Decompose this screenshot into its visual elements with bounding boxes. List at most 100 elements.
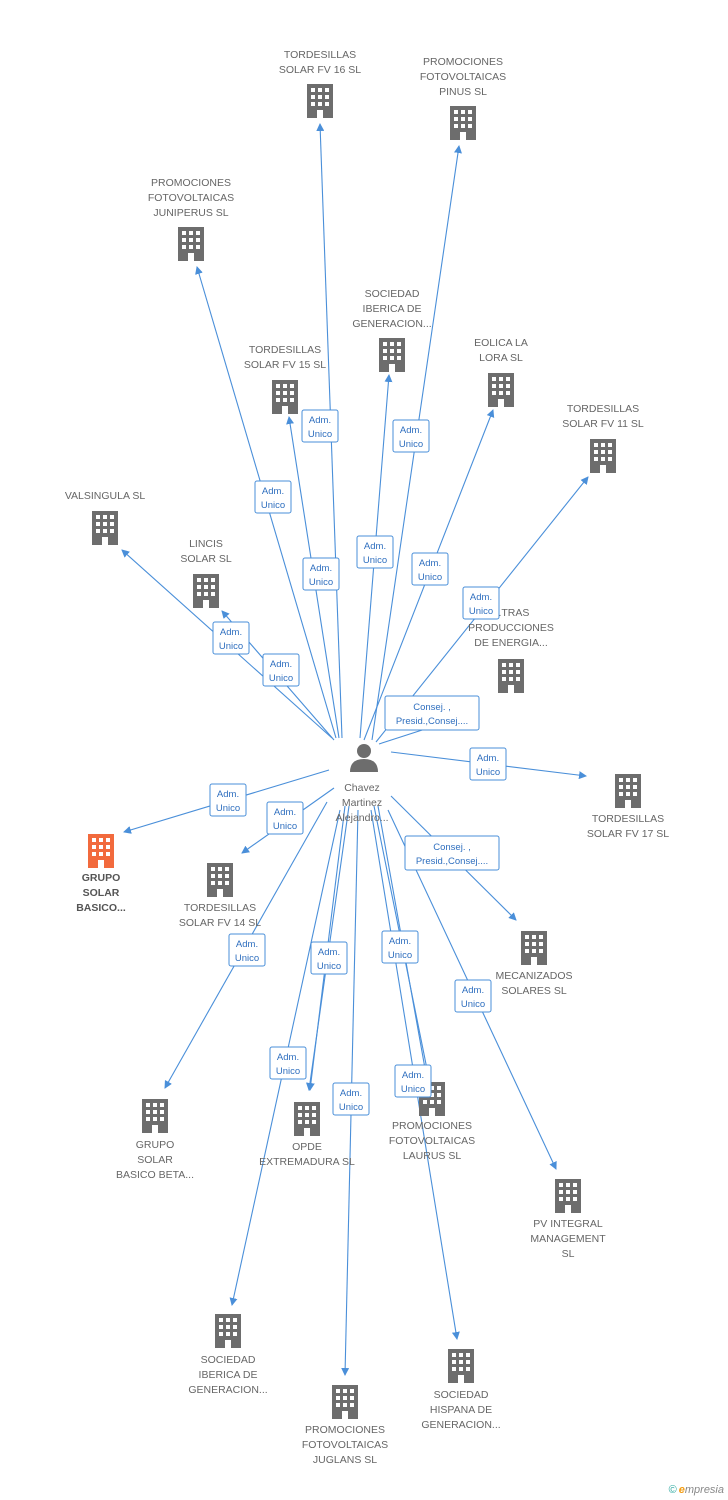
company-label-line: SOLAR FV 11 SL [562, 418, 644, 430]
role-badge-box [301, 409, 339, 443]
company-label-line: SOLAR FV 17 SL [587, 828, 669, 840]
role-text: Consej. , [413, 702, 451, 713]
role-text: Adm. [419, 558, 441, 569]
company-label-line: EXTREMADURA SL [259, 1156, 355, 1168]
role-text: Adm. [318, 947, 340, 958]
role-badge-producciones[interactable]: Consej. , Presid.,Consej.... [384, 695, 480, 731]
company-label-line: BASICO... [76, 902, 126, 914]
role-badge-tordesillas-15[interactable]: Adm.Unico [302, 557, 340, 591]
person-node[interactable]: Chavez Martinez Alejandro... [335, 744, 389, 824]
role-text: Adm. [236, 939, 258, 950]
role-badge-juniperus[interactable]: Adm.Unico [254, 480, 292, 514]
role-badge-box [212, 621, 250, 655]
copyright-symbol: © [668, 1484, 677, 1496]
company-label-line: SOCIEDAD [201, 1354, 256, 1366]
role-badge-pv-integral[interactable]: Adm.Unico [454, 979, 492, 1013]
company-label-line: SOCIEDAD [365, 288, 420, 300]
company-label-line: IBERICA DE [199, 1369, 258, 1381]
role-badge-tordesillas-17[interactable]: Adm.Unico [469, 747, 507, 781]
role-badge-tordesillas-14[interactable]: Adm.Unico [266, 801, 304, 835]
building-icon [272, 380, 298, 414]
building-icon [207, 863, 233, 897]
company-label-line: PROMOCIONES [423, 56, 503, 68]
company-label-line: EOLICA LA [474, 337, 528, 349]
role-badge-tordesillas-16[interactable]: Adm.Unico [301, 409, 339, 443]
brand-name: mpresia [684, 1484, 724, 1496]
company-label-line: TORDESILLAS [249, 344, 321, 356]
role-badge-sociedad-iberica-1[interactable]: Adm.Unico [356, 535, 394, 569]
role-badge-pinus[interactable]: Adm.Unico [392, 419, 430, 453]
building-icon [379, 338, 405, 372]
role-badge-box [394, 1064, 432, 1098]
role-text: Unico [309, 577, 333, 588]
company-label-line: GENERACION... [352, 318, 431, 330]
role-badge-box [411, 552, 449, 586]
role-badge-grupo-beta[interactable]: Adm.Unico [228, 933, 266, 967]
role-badge-sociedad-iberica-2[interactable]: Adm.Unico [269, 1046, 307, 1080]
person-name-line: Chavez [344, 782, 380, 794]
role-badge-box [266, 801, 304, 835]
company-label-line: FOTOVOLTAICAS [302, 1439, 388, 1451]
role-badge-laurus[interactable]: Adm.Unico [381, 930, 419, 964]
role-text: Adm. [402, 1070, 424, 1081]
building-icon [521, 931, 547, 965]
company-label-line: GRUPO [82, 872, 121, 884]
role-text: Unico [261, 500, 285, 511]
role-badge-box [381, 930, 419, 964]
company-label-line: MECANIZADOS [495, 970, 572, 982]
role-badge-opde[interactable]: Adm.Unico [310, 941, 348, 975]
company-label-line: LINCIS [189, 538, 223, 550]
role-text: Unico [476, 767, 500, 778]
role-badge-valsingula[interactable]: Adm.Unico [212, 621, 250, 655]
role-text: Presid.,Consej.... [396, 716, 468, 727]
role-text: Unico [339, 1102, 363, 1113]
company-label-line: GENERACION... [188, 1384, 267, 1396]
building-icon [88, 834, 114, 868]
person-name-line: Martinez [342, 797, 382, 809]
person-icon [350, 744, 378, 772]
building-icon [615, 774, 641, 808]
role-badge-lincis[interactable]: Adm.Unico [262, 653, 300, 687]
role-badge-box [332, 1082, 370, 1116]
role-badge-box [454, 979, 492, 1013]
edges-layer [121, 123, 589, 1376]
company-label-line: SL [562, 1248, 575, 1260]
role-badge-eolica[interactable]: Adm.Unico [411, 552, 449, 586]
company-node-grupo-solar-basico[interactable]: GRUPOSOLARBASICO... [76, 834, 126, 914]
role-badge-sociedad-hispana[interactable]: Adm.Unico [394, 1064, 432, 1098]
role-badge-tordesillas-11[interactable]: Adm.Unico [462, 586, 500, 620]
building-icon [294, 1102, 320, 1136]
role-text: Adm. [270, 659, 292, 670]
company-node-sociedad-iberica-2[interactable]: SOCIEDAD IBERICA DE GENERACION... [188, 1314, 268, 1396]
company-node-valsingula[interactable]: VALSINGULA SL [65, 490, 146, 545]
role-badge-mecanizados[interactable]: Consej. ,Presid.,Consej.... [404, 835, 500, 871]
company-label-line: VALSINGULA SL [65, 490, 146, 502]
role-text: Adm. [400, 425, 422, 436]
role-badge-box [462, 586, 500, 620]
role-text: Adm. [309, 415, 331, 426]
role-badge-box [262, 653, 300, 687]
role-badge-juglans[interactable]: Adm.Unico [332, 1082, 370, 1116]
role-badge-grupo-solar-basico[interactable]: Adm.Unico [209, 783, 247, 817]
building-icon [590, 439, 616, 473]
person-name-line: Alejandro... [335, 812, 388, 824]
